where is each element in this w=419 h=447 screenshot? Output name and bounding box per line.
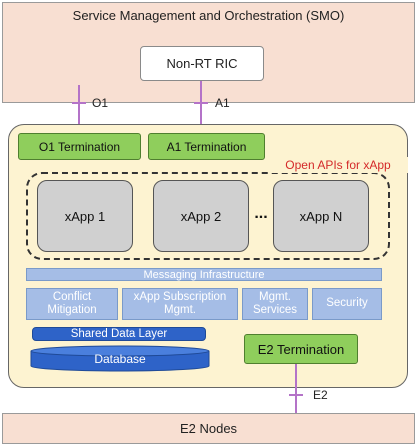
e2-interface-line [295, 364, 297, 413]
xapp-2[interactable]: xApp 2 [153, 180, 249, 252]
mgmt-services-line1: Mgmt. [259, 290, 291, 303]
conflict-mitigation[interactable]: Conflict Mitigation [26, 288, 118, 320]
a1-interface-label: A1 [215, 96, 230, 110]
mgmt-services[interactable]: Mgmt. Services [242, 288, 308, 320]
messaging-infrastructure: Messaging Infrastructure [26, 268, 382, 281]
shared-data-layer[interactable]: Shared Data Layer [32, 327, 206, 341]
database-cylinder [30, 345, 210, 372]
xapp-subscription-line1: xApp Subscription [133, 290, 227, 303]
e2-interface-tick [289, 394, 303, 396]
mgmt-services-line2: Services [252, 304, 298, 316]
e2-termination[interactable]: E2 Termination [244, 334, 358, 364]
xapp-subscription-mgmt[interactable]: xApp Subscription Mgmt. [122, 288, 238, 320]
o1-interface-tick [72, 102, 86, 104]
a1-interface-tick [194, 102, 208, 104]
non-rt-ric-box[interactable]: Non-RT RIC [140, 46, 264, 81]
e2-interface-label: E2 [313, 388, 328, 402]
open-apis-label: Open APIs for xApp [268, 157, 408, 173]
conflict-mitigation-line1: Conflict [52, 290, 92, 303]
xapp-subscription-line2: Mgmt. [164, 304, 196, 316]
o1-interface-line [78, 85, 80, 125]
conflict-mitigation-line2: Mitigation [47, 304, 97, 316]
o1-interface-label: O1 [92, 96, 109, 110]
a1-termination[interactable]: A1 Termination [148, 133, 265, 160]
e2-nodes-block[interactable]: E2 Nodes [2, 413, 415, 444]
xapp-n[interactable]: xApp N [273, 180, 369, 252]
database-label: Database [94, 352, 146, 366]
xapp-1[interactable]: xApp 1 [37, 180, 133, 252]
xapp-ellipsis: ... [254, 205, 268, 222]
o1-termination[interactable]: O1 Termination [18, 133, 141, 160]
smo-title: Service Management and Orchestration (SM… [72, 7, 345, 23]
database[interactable]: Database [30, 345, 210, 372]
security[interactable]: Security [312, 288, 382, 320]
open-apis-boundary [26, 172, 390, 260]
